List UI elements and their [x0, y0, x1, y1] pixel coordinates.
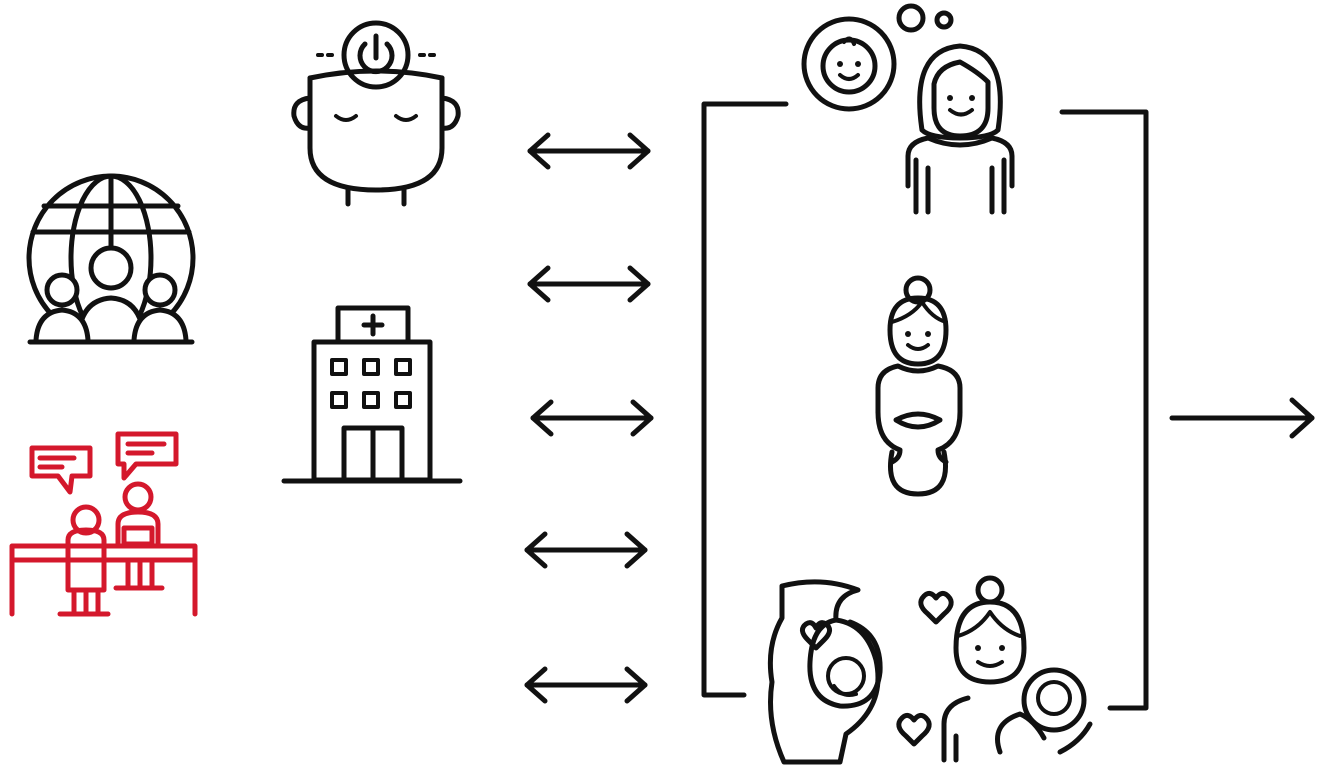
- mother-with-baby-thought-icon: [801, 3, 1015, 215]
- double-arrow-icon: [530, 399, 654, 437]
- double-arrow-icon: [524, 531, 648, 569]
- double-arrow-icon: [527, 265, 651, 303]
- mind-power-head-icon: [291, 20, 461, 207]
- connector-arrows: [524, 132, 654, 704]
- double-arrow-icon: [527, 132, 651, 170]
- left-bracket: [701, 101, 789, 698]
- consultation-meeting-icon: [9, 431, 198, 617]
- hospital-building-icon: [281, 305, 463, 484]
- double-arrow-icon: [524, 666, 648, 704]
- global-community-icon: [26, 173, 196, 345]
- right-arrow-icon: [1169, 397, 1315, 439]
- pregnant-woman-icon: [875, 275, 963, 497]
- right-bracket: [1059, 109, 1149, 711]
- fetus-and-mother-with-newborn-icon: [767, 575, 1093, 765]
